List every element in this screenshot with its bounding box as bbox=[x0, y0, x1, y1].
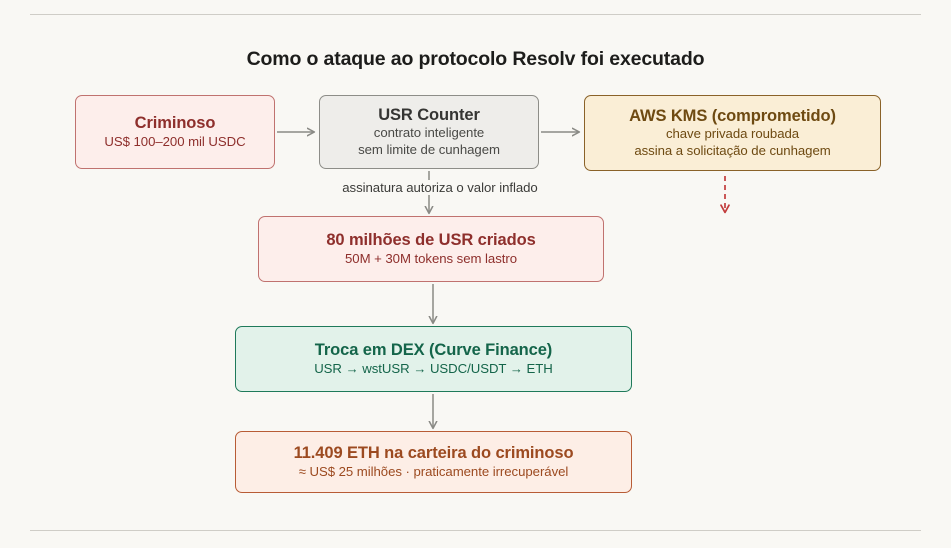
node-criminoso-title: Criminoso bbox=[134, 114, 216, 133]
node-dex-swap-title: Troca em DEX (Curve Finance) bbox=[314, 341, 553, 360]
bottom-divider bbox=[30, 530, 921, 531]
node-dex-swap[interactable]: Troca em DEX (Curve Finance) USR → wstUS… bbox=[235, 326, 632, 392]
node-aws-kms-title: AWS KMS (comprometido) bbox=[629, 106, 836, 125]
node-eth-wallet[interactable]: 11.409 ETH na carteira do criminoso ≈ US… bbox=[235, 431, 632, 493]
node-usr-minted[interactable]: 80 milhões de USR criados 50M + 30M toke… bbox=[258, 216, 604, 282]
node-usr-counter-subtitle-1: contrato inteligente bbox=[373, 125, 485, 141]
node-criminoso[interactable]: Criminoso US$ 100–200 mil USDC bbox=[75, 95, 275, 169]
page-title: Como o ataque ao protocolo Resolv foi ex… bbox=[246, 48, 705, 70]
node-usr-minted-subtitle: 50M + 30M tokens sem lastro bbox=[345, 250, 517, 266]
node-dex-swap-subtitle: USR → wstUSR → USDC/USDT → ETH bbox=[314, 360, 553, 376]
node-usr-counter[interactable]: USR Counter contrato inteligente sem lim… bbox=[319, 95, 539, 169]
node-usr-counter-subtitle-2: sem limite de cunhagem bbox=[358, 142, 500, 158]
node-eth-wallet-subtitle: ≈ US$ 25 milhões · praticamente irrecupe… bbox=[298, 463, 569, 479]
node-aws-kms-subtitle-2: assina a solicitação de cunhagem bbox=[634, 143, 831, 159]
node-usr-minted-title: 80 milhões de USR criados bbox=[326, 231, 536, 250]
node-aws-kms[interactable]: AWS KMS (comprometido) chave privada rou… bbox=[584, 95, 881, 171]
node-criminoso-subtitle: US$ 100–200 mil USDC bbox=[104, 133, 246, 149]
edge-label-signature: assinatura autoriza o valor inflado bbox=[290, 180, 590, 195]
node-eth-wallet-title: 11.409 ETH na carteira do criminoso bbox=[293, 444, 574, 463]
top-divider bbox=[30, 14, 921, 15]
node-aws-kms-subtitle-1: chave privada roubada bbox=[665, 126, 800, 142]
node-usr-counter-title: USR Counter bbox=[378, 105, 480, 124]
